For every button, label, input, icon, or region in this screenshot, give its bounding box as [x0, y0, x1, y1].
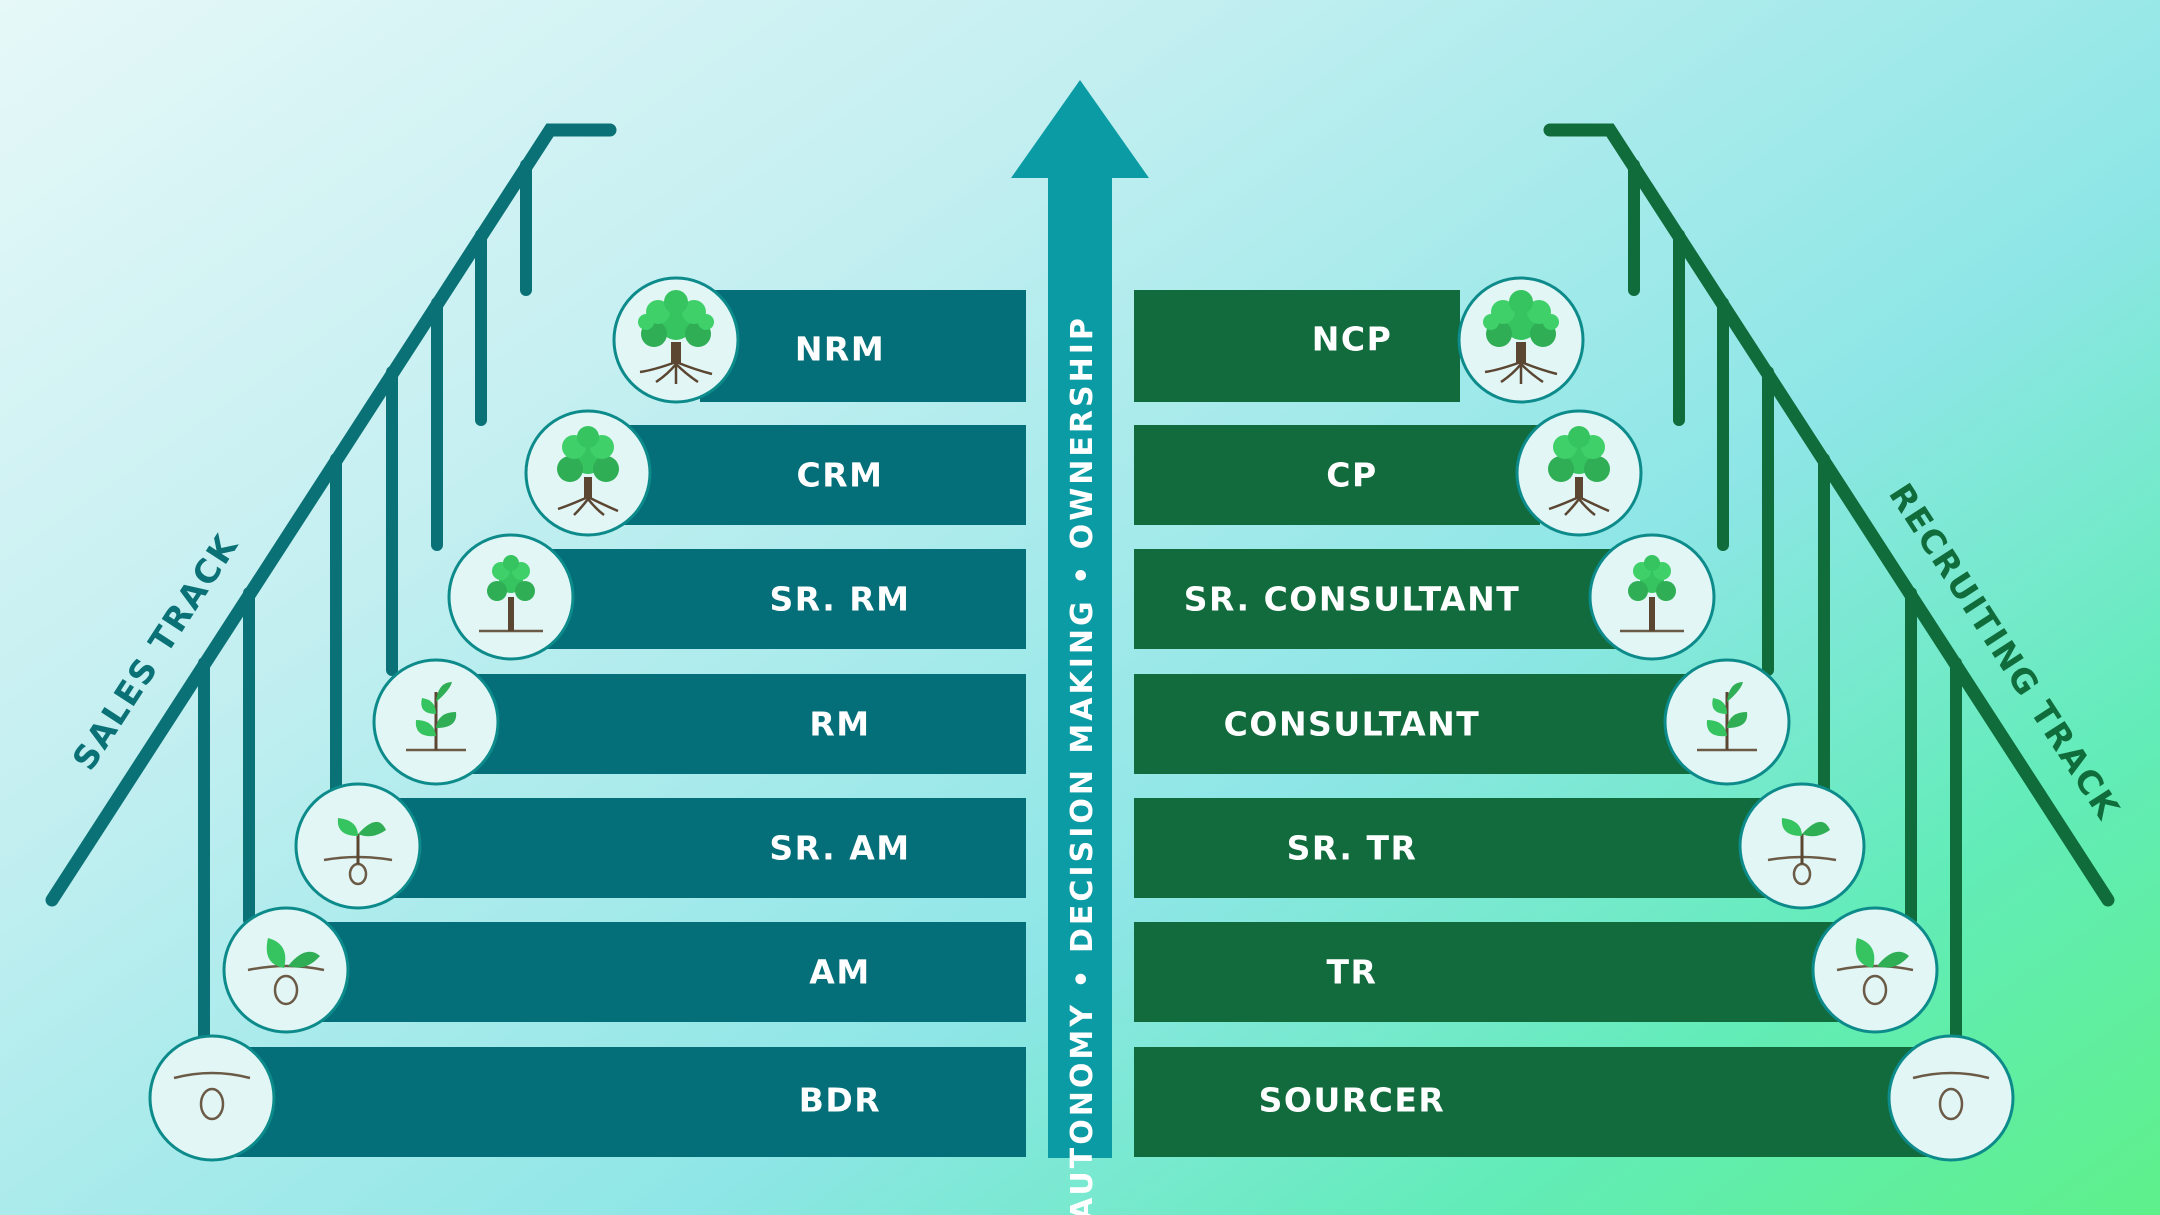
sales-step-label: RM [809, 705, 870, 744]
recruiting-steps: NCP CP SR. CONSULTANT CONSULTANT SR. TR … [1134, 290, 1930, 1157]
sales-step-label: SR. AM [769, 829, 910, 868]
recruiting-step-bar [1134, 425, 1540, 525]
sales-step-bar [620, 425, 1026, 525]
small-tree-icon [447, 533, 575, 661]
seed-in-soil-icon [148, 1034, 276, 1162]
sales-steps: NRM CRM SR. RM RM SR. AM AM BDR [230, 290, 1026, 1157]
sales-step-label: SR. RM [769, 580, 910, 619]
recruiting-step-bar [1134, 674, 1700, 774]
sales-step-label: NRM [795, 330, 885, 369]
sprout-with-root-icon [1738, 782, 1866, 910]
recruiting-step-bar [1134, 1047, 1930, 1157]
recruiting-step-label: SOURCER [1259, 1081, 1446, 1120]
recruiting-step-label: SR. TR [1287, 829, 1418, 868]
recruiting-railing [1543, 123, 2115, 1046]
sales-step-bar [540, 549, 1026, 649]
recruiting-step-label: CP [1326, 456, 1377, 495]
sales-railing [45, 123, 617, 1046]
large-tree-with-roots-icon [612, 276, 740, 404]
recruiting-step-label: NCP [1312, 320, 1393, 359]
sales-step-bar [460, 674, 1026, 774]
sales-step-label: AM [809, 953, 870, 992]
tree-with-roots-icon [524, 409, 652, 537]
sales-step-bar [385, 798, 1026, 898]
recruiting-step-bar [1134, 290, 1460, 402]
sales-step-label: CRM [797, 456, 884, 495]
tree-with-roots-icon [1515, 409, 1643, 537]
germinating-seed-icon [1811, 906, 1939, 1034]
recruiting-track-label: RECRUITING TRACK [1881, 476, 2128, 827]
sales-step-bar [700, 290, 1026, 402]
large-tree-with-roots-icon [1457, 276, 1585, 404]
sales-step-bar [230, 1047, 1026, 1157]
seed-in-soil-icon [1887, 1034, 2015, 1162]
small-tree-icon [1588, 533, 1716, 661]
sales-step-label: BDR [799, 1081, 881, 1120]
recruiting-step-bar [1134, 549, 1620, 649]
recruiting-step-bar [1134, 922, 1855, 1022]
recruiting-step-label: CONSULTANT [1224, 705, 1481, 744]
young-plant-icon [372, 658, 500, 786]
sprout-with-root-icon [294, 782, 422, 910]
recruiting-step-label: TR [1327, 953, 1378, 992]
germinating-seed-icon [222, 906, 350, 1034]
young-plant-icon [1663, 658, 1791, 786]
recruiting-step-label: SR. CONSULTANT [1184, 580, 1520, 619]
recruiting-step-bar [1134, 798, 1775, 898]
arrow-label: AUTONOMY • DECISION MAKING • OWNERSHIP [1065, 315, 1100, 1215]
sales-step-bar [305, 922, 1026, 1022]
center-arrow: AUTONOMY • DECISION MAKING • OWNERSHIP [1011, 80, 1149, 1215]
